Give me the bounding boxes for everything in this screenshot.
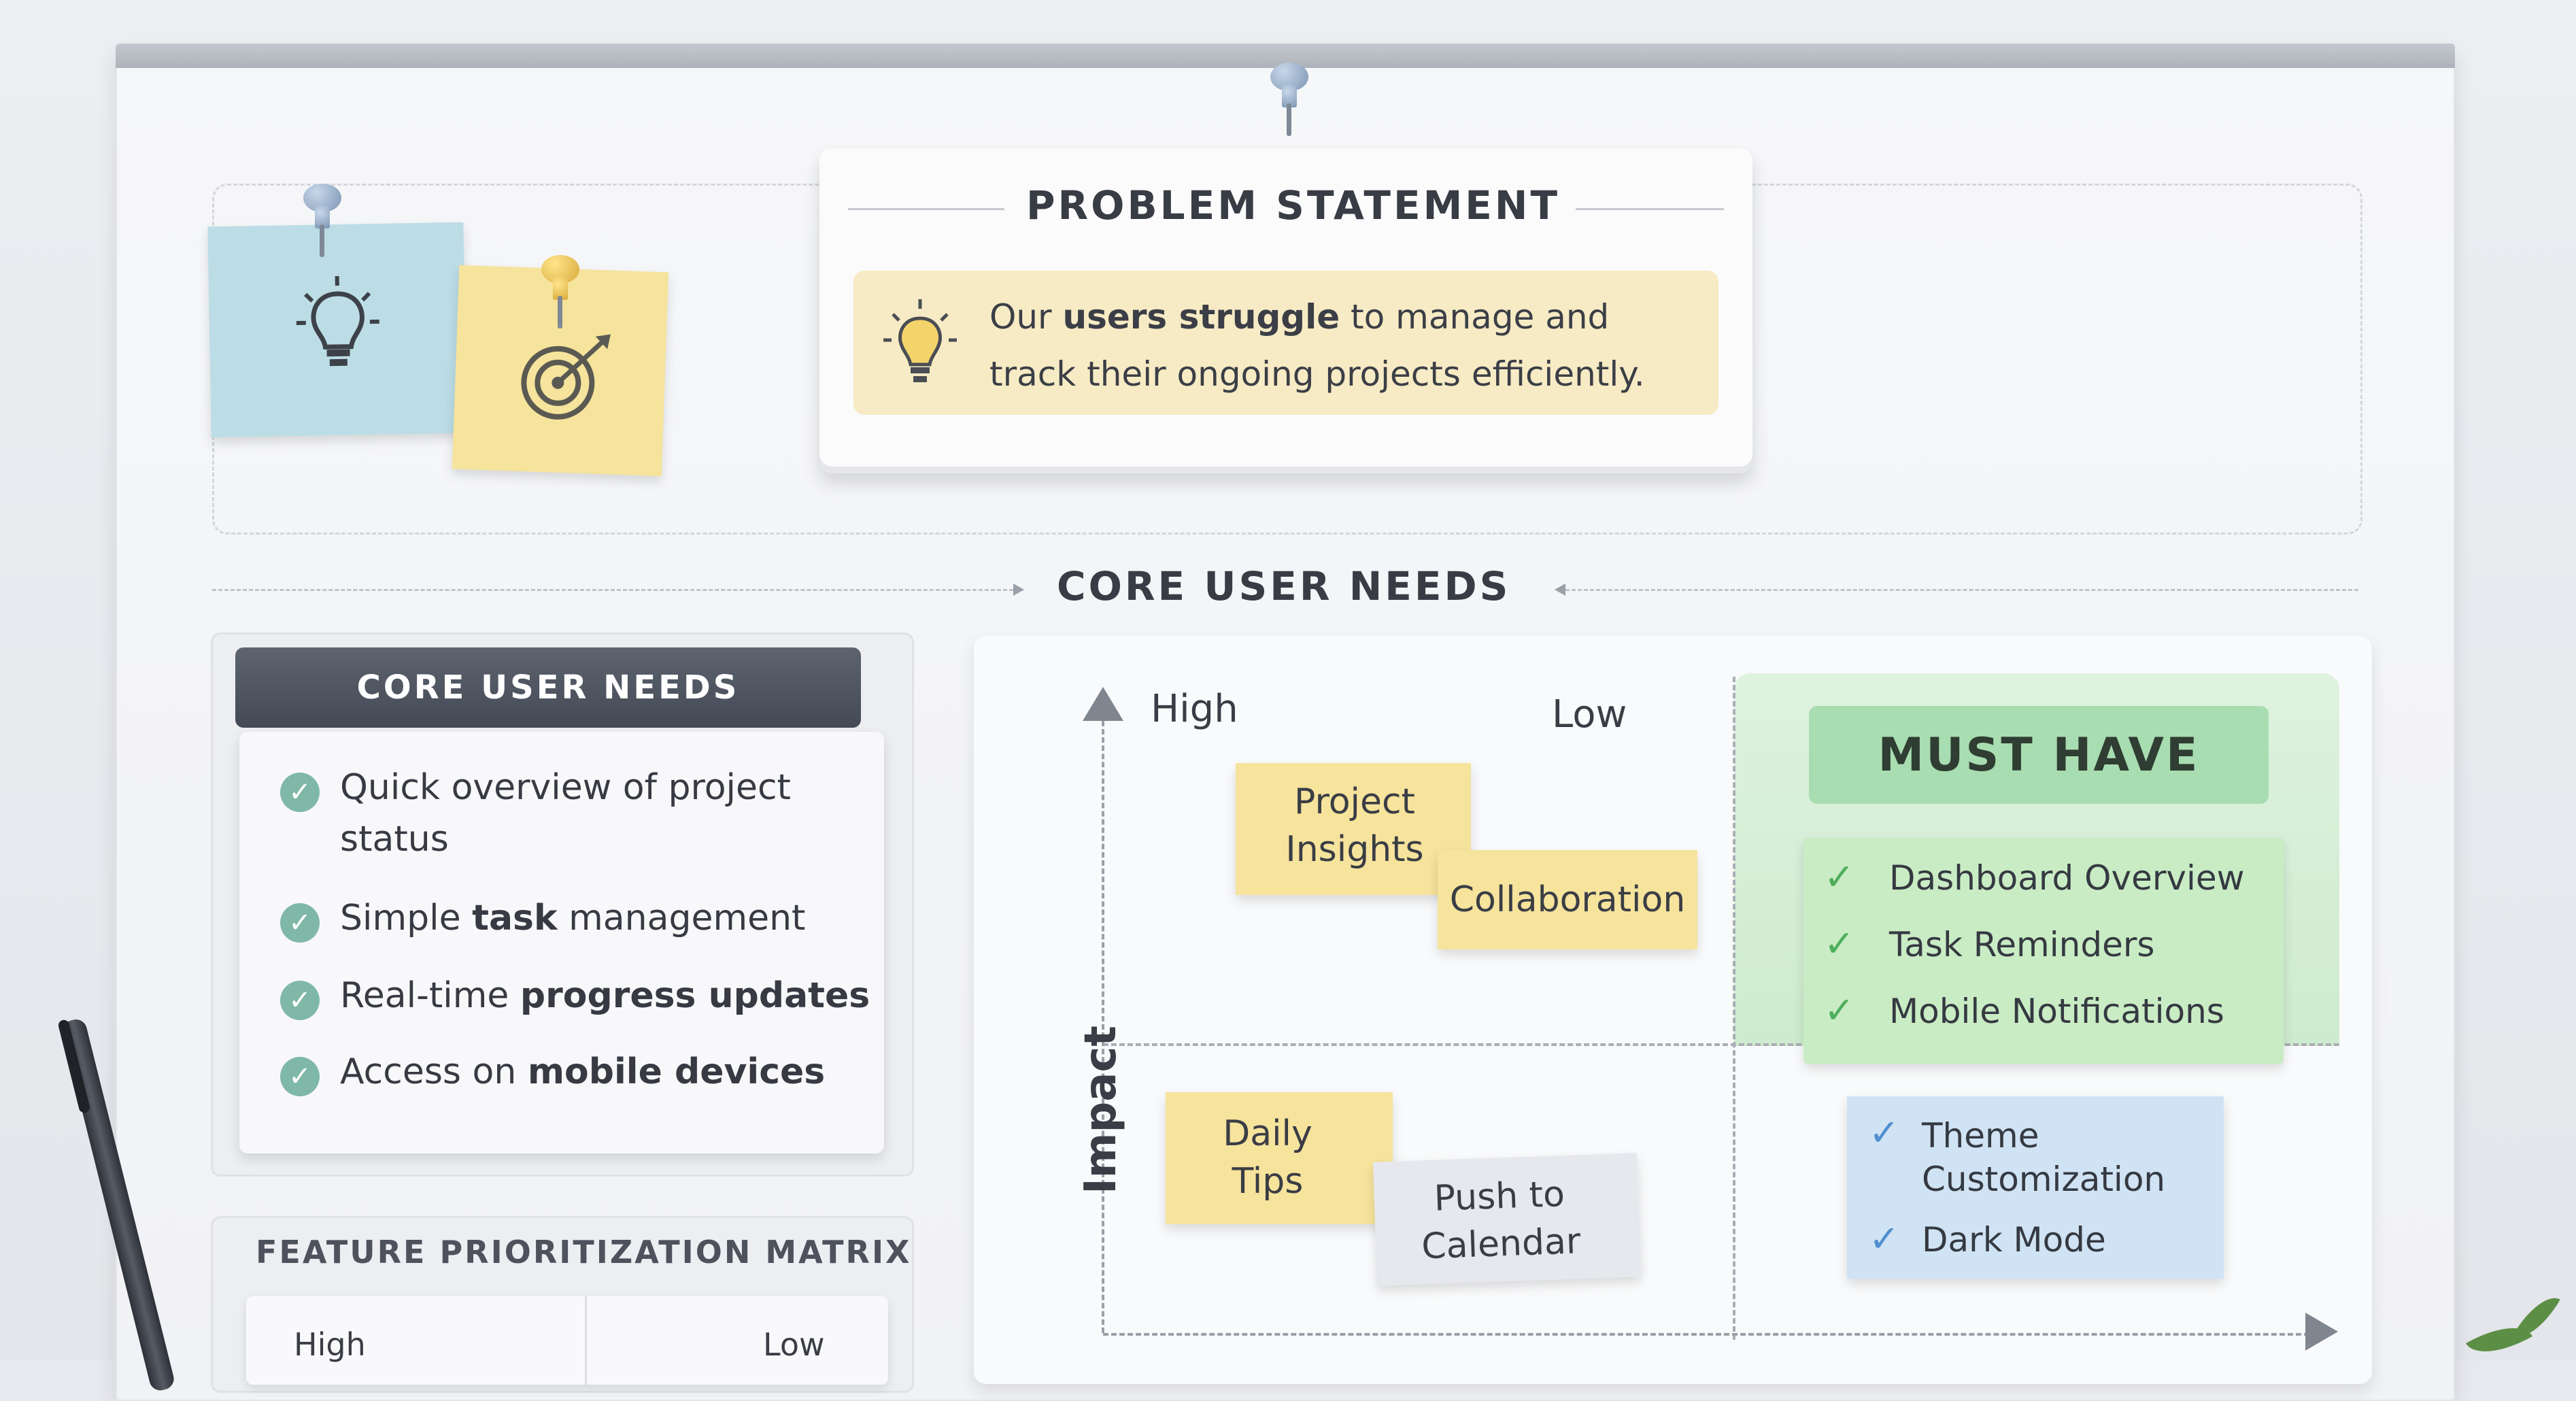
feature-prioritization-table: High Low: [246, 1296, 888, 1385]
problem-statement-card: PROBLEM STATEMENT Our users struggle to …: [819, 148, 1752, 473]
table-divider: [585, 1296, 587, 1385]
core-user-needs-panel: CORE USER NEEDS ✓ Quick overview of proj…: [211, 632, 914, 1177]
sticky-text: Project Insights: [1256, 778, 1453, 873]
check-circle-icon: ✓: [280, 1057, 320, 1096]
checkmark-icon: ✓: [1824, 989, 1854, 1032]
section-arrow-left-tip: [1013, 584, 1024, 596]
section-arrow-right: [1565, 589, 2358, 591]
push-to-calendar-sticky[interactable]: Push to Calendar: [1373, 1153, 1641, 1285]
checkmark-icon: ✓: [1824, 856, 1854, 898]
daily-tips-sticky[interactable]: Daily Tips: [1166, 1092, 1393, 1224]
checkmark-icon: ✓: [1869, 1217, 1899, 1260]
section-arrow-right-tip: [1555, 584, 1565, 596]
low-axis-label: Low: [1552, 692, 1627, 737]
must-have-item-label: Mobile Notifications: [1889, 992, 2224, 1031]
lightbulb-icon: [293, 273, 384, 376]
check-circle-icon: ✓: [280, 903, 320, 943]
feature-prioritization-title: FEATURE PRIORITIZATION MATRIX: [256, 1234, 912, 1270]
title-rule-left: [848, 208, 1004, 210]
axis-arrow-right-icon: [2305, 1313, 2338, 1351]
need-item-text: Quick overview of project status: [340, 762, 884, 865]
high-axis-label: High: [1151, 687, 1238, 731]
check-circle-icon: ✓: [280, 981, 320, 1020]
must-have-item-label: Task Reminders: [1889, 925, 2154, 964]
feature-prioritization-panel: FEATURE PRIORITIZATION MATRIX High Low: [211, 1216, 914, 1393]
checkmark-icon: ✓: [1824, 922, 1854, 965]
need-item-text: Access on mobile devices: [340, 1046, 884, 1098]
sticky-text: Push to Calendar: [1390, 1169, 1611, 1272]
problem-title: PROBLEM STATEMENT: [1026, 182, 1560, 229]
axis-arrow-up-icon: [1083, 687, 1123, 721]
target-icon: [512, 328, 617, 427]
title-rule-right: [1576, 208, 1724, 210]
core-user-needs-card: ✓ Quick overview of project status ✓ Sim…: [239, 732, 884, 1153]
sticky-text: Daily Tips: [1206, 1110, 1329, 1205]
check-circle-icon: ✓: [280, 773, 320, 812]
impact-axis-label: Impact: [1076, 1026, 1126, 1194]
collaboration-sticky[interactable]: Collaboration: [1438, 850, 1697, 949]
horizontal-axis: [1103, 1333, 2318, 1336]
sticky-text: Collaboration: [1438, 876, 1697, 924]
must-have-header: MUST HAVE: [1809, 706, 2269, 804]
idea-sticky-note[interactable]: [207, 222, 467, 438]
section-arrow-left: [212, 589, 1013, 591]
problem-statement-text: Our users struggle to manage and track t…: [989, 288, 1704, 403]
must-have-item-label: Dashboard Overview: [1889, 858, 2245, 898]
nice-to-have-card: ✓ Theme Customization ✓ Dark Mode: [1847, 1096, 2224, 1279]
need-item-text: Simple task management: [340, 892, 884, 944]
core-user-needs-header: CORE USER NEEDS: [235, 647, 861, 728]
quadrant-divider-vertical: [1733, 677, 1735, 1340]
must-have-card: ✓ Dashboard Overview ✓ Task Reminders ✓ …: [1803, 838, 2284, 1064]
column-high-label: High: [294, 1326, 366, 1363]
nice-to-have-item-label: Dark Mode: [1922, 1220, 2106, 1260]
need-item-text: Real-time progress updates: [340, 970, 884, 1022]
column-low-label: Low: [763, 1326, 825, 1363]
checkmark-icon: ✓: [1869, 1111, 1899, 1154]
core-user-needs-heading: CORE USER NEEDS: [1057, 563, 1510, 609]
problem-statement-box: Our users struggle to manage and track t…: [853, 271, 1718, 415]
project-insights-sticky[interactable]: Project Insights: [1236, 763, 1471, 895]
nice-to-have-item-label: Theme Customization: [1922, 1114, 2207, 1201]
lightbulb-icon: [879, 297, 961, 392]
